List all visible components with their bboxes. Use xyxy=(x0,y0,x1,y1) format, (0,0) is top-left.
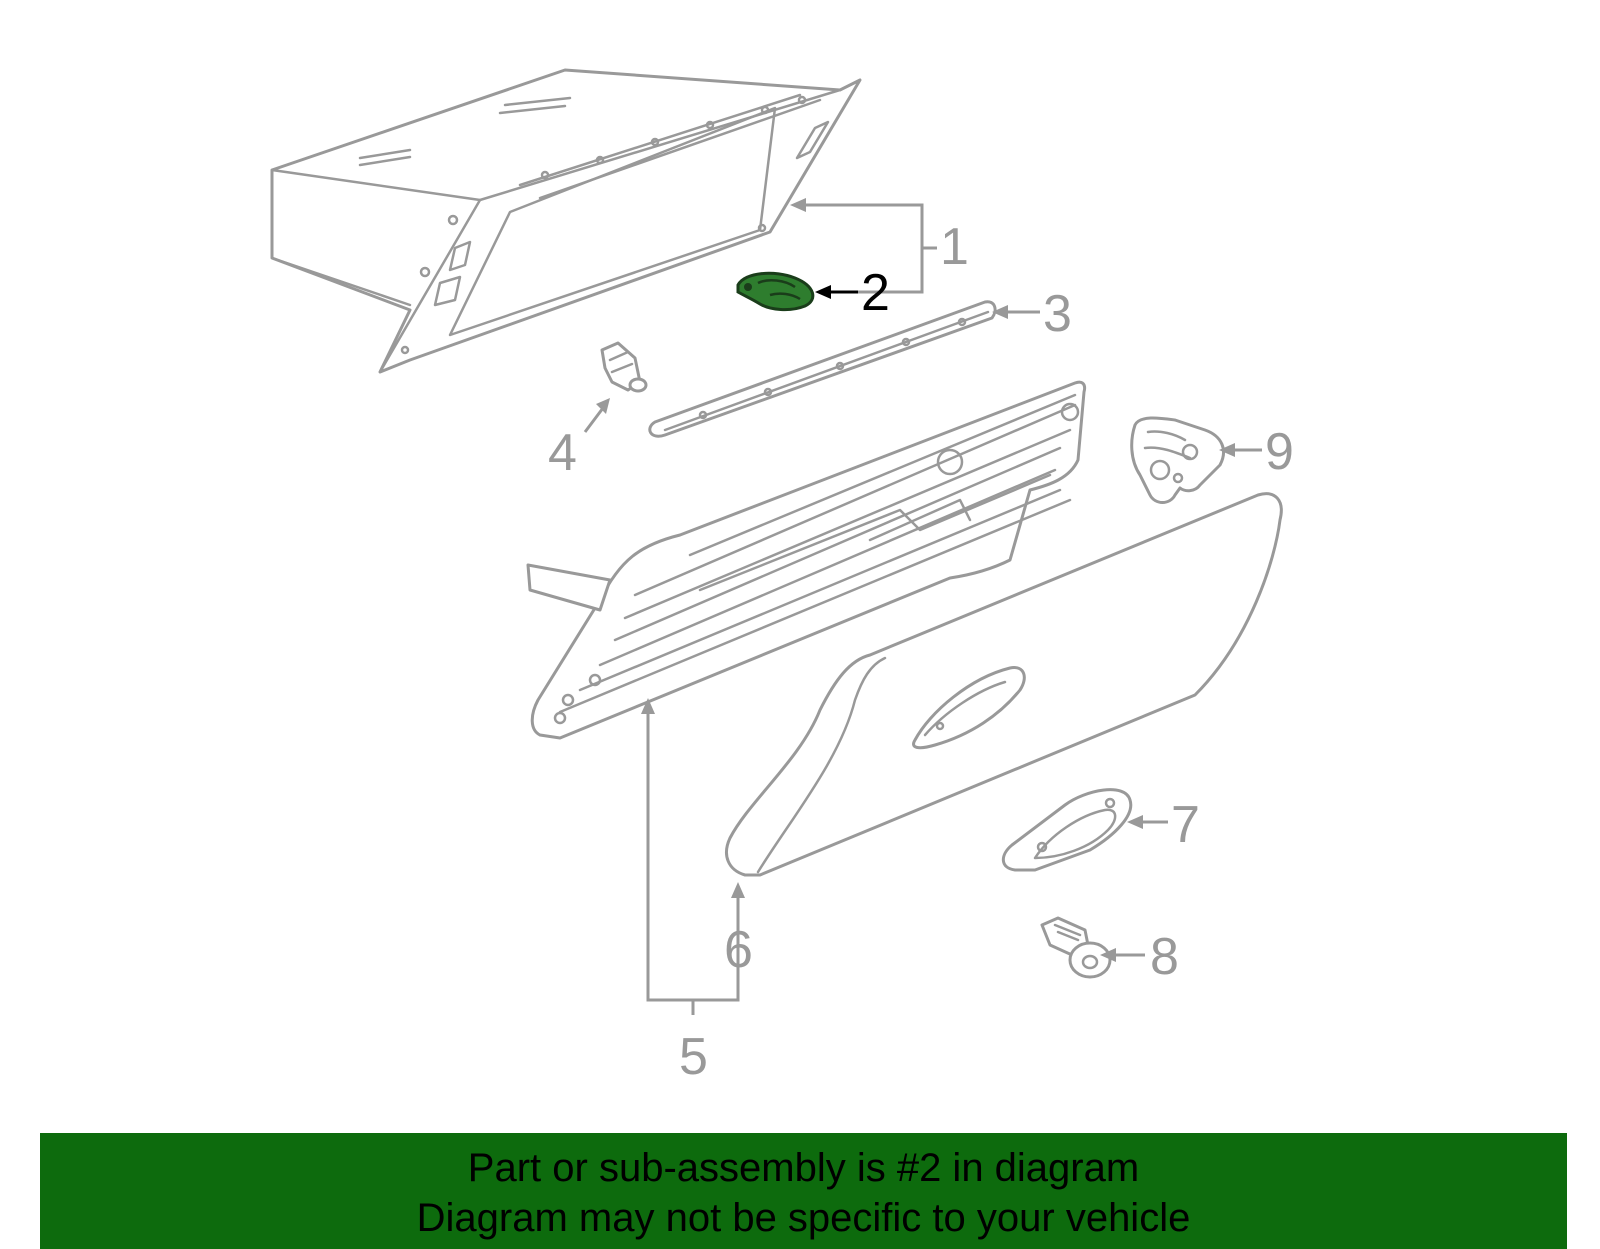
callout-9: 9 xyxy=(1265,423,1294,481)
part-6-glove-box-door xyxy=(725,492,1283,877)
arrowhead-7 xyxy=(1127,815,1143,829)
callout-5: 5 xyxy=(679,1028,708,1086)
callout-6: 6 xyxy=(724,921,753,979)
callout-labels: 1 2 3 4 5 6 7 8 9 xyxy=(548,218,1294,1086)
arrowhead-2 xyxy=(815,285,831,299)
part-9-latch-assembly xyxy=(1130,416,1225,504)
callout-7: 7 xyxy=(1171,796,1200,854)
callout-4: 4 xyxy=(548,424,577,482)
arrowhead-8 xyxy=(1100,948,1116,962)
part-4-bumper-stop xyxy=(600,341,648,393)
part-1-glove-box-bin xyxy=(270,68,862,374)
banner-line-part-number: Part or sub-assembly is #2 in diagram xyxy=(467,1146,1140,1190)
arrowhead-5 xyxy=(641,698,655,714)
callout-2: 2 xyxy=(861,264,890,322)
arrowhead-6 xyxy=(731,882,745,898)
arrowhead-9 xyxy=(1219,443,1235,457)
leader-4 xyxy=(583,407,605,433)
part-3-hinge-strip xyxy=(648,300,997,438)
callout-1: 1 xyxy=(940,218,969,276)
part-5-inner-door-panel xyxy=(526,380,1087,740)
part-2-clip-highlighted xyxy=(736,271,815,312)
callout-8: 8 xyxy=(1150,928,1179,986)
callout-3: 3 xyxy=(1043,285,1072,343)
part-8-lock-cylinder xyxy=(1040,916,1112,979)
leader-lines xyxy=(583,198,1262,1015)
arrowhead-3 xyxy=(992,305,1008,319)
part-7-handle-bezel xyxy=(1001,788,1133,872)
arrowhead-4 xyxy=(596,398,610,414)
leader-5 xyxy=(646,712,740,1015)
info-banner: Part or sub-assembly is #2 in diagram Di… xyxy=(40,1133,1567,1249)
arrowhead-1 xyxy=(790,198,806,212)
banner-line-disclaimer: Diagram may not be specific to your vehi… xyxy=(416,1196,1191,1240)
leader-1 xyxy=(802,203,937,294)
